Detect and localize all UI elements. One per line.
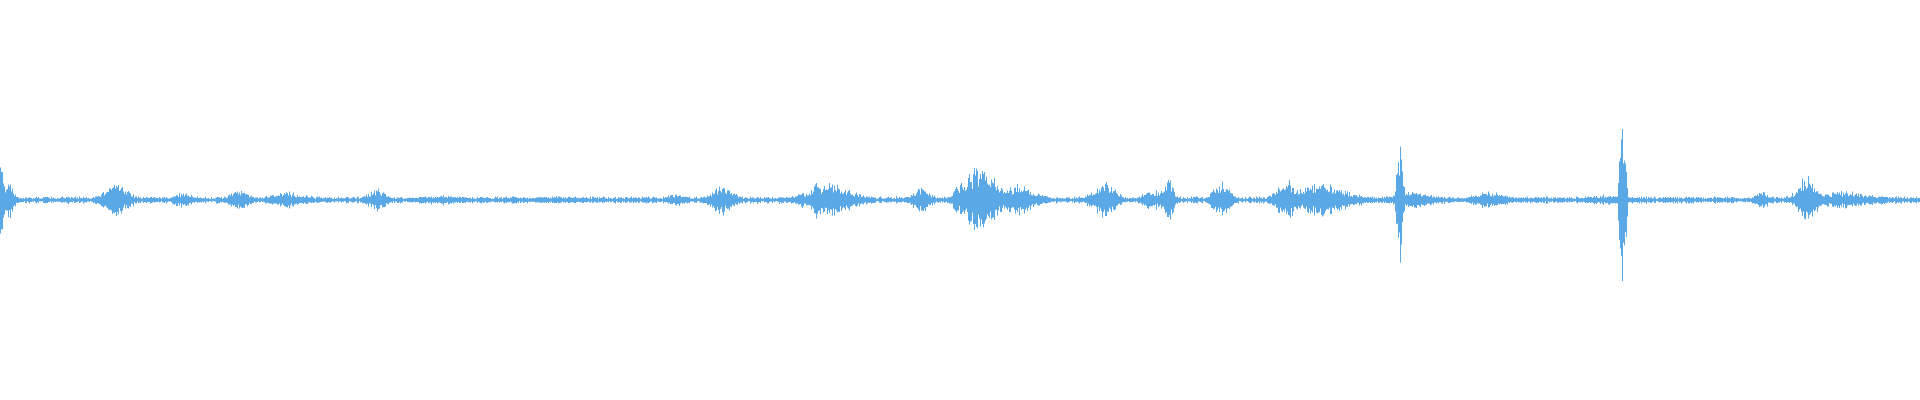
waveform-path bbox=[0, 128, 1920, 281]
waveform-samples bbox=[0, 128, 1920, 281]
